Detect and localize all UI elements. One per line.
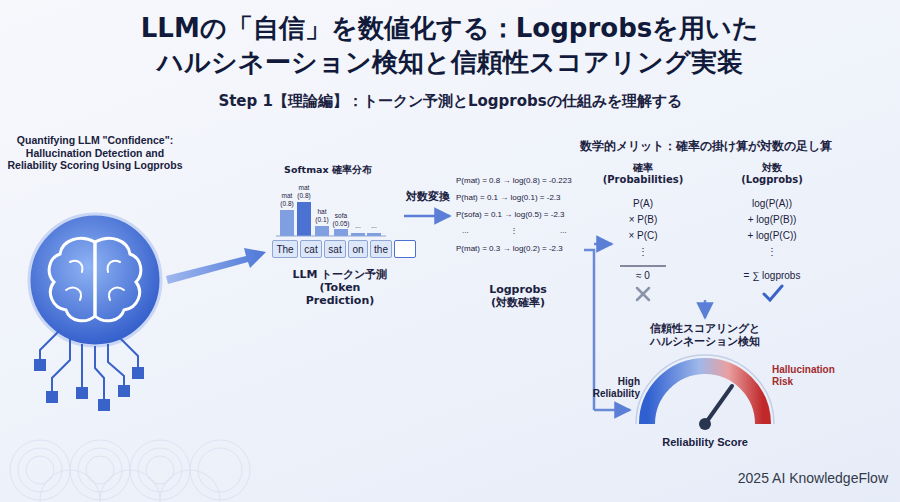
ellipsis: ... [462, 226, 482, 236]
gauge-label: Hallucination Risk [772, 364, 852, 388]
token-text: sat [328, 244, 341, 255]
stage-label: LLM トークン予測 (Token Prediction) [288, 268, 392, 308]
token-box: sat [324, 240, 346, 258]
check-mark [764, 286, 782, 300]
column-heading: 確率 (Probabilities) [593, 162, 693, 186]
probability-bars [280, 202, 381, 236]
formula: ⋮ [598, 246, 688, 258]
chart-title: Softmax 確率分布 [268, 164, 388, 175]
token-box: on [348, 240, 368, 258]
formula: × P(C) [598, 230, 688, 242]
equation: P(mat) = 0.8 → log(0.8) = -0.223 [456, 176, 586, 186]
stage-label: Logprobs (対数確率) [472, 283, 564, 309]
formula: ≈ 0 [598, 270, 688, 282]
gauge-title: Reliability Score [630, 436, 780, 449]
empty-token-box [394, 240, 416, 258]
token-box: the [370, 240, 392, 258]
subtitle: Step 1【理論編】：トークン予測とLogprobsの仕組みを理解する [70, 92, 830, 110]
gauge-label: High Reliability [580, 376, 640, 400]
bar-label: sofa (0.05) [328, 212, 354, 228]
token-text: cat [304, 244, 317, 255]
ellipsis: ... [560, 226, 580, 236]
token-box: cat [300, 240, 322, 258]
main-title: LLMの「自信」を数値化する：Logprobsを用いた ハルシネーション検知と信… [70, 12, 830, 80]
formula: log(P(A)) [722, 198, 822, 210]
equation: P(sofa) = 0.1 → log(0.5) = -2.3 [456, 210, 586, 220]
circuit-lines [35, 330, 143, 410]
token-text: on [352, 244, 363, 255]
brain-symbol [49, 238, 141, 320]
bar-label: mat (0.8) [293, 184, 315, 200]
axis-line [276, 236, 386, 237]
wave-decor [10, 440, 250, 502]
bar-label: ... [366, 222, 382, 230]
formula: ⋮ [722, 246, 822, 258]
bar-label: mat (0.8) [276, 192, 298, 208]
sum-line [620, 266, 666, 267]
cross-mark [637, 288, 649, 300]
gauge-needle [705, 386, 732, 424]
flow-arrow [166, 248, 266, 284]
stage-label: 信頼性スコアリングと ハルシネーション検知 [615, 322, 795, 348]
english-title: Quantifying LLM "Confidence": Hallucinat… [7, 134, 183, 172]
bar-label: hat (0.1) [311, 208, 333, 224]
flow-arrow [404, 215, 450, 218]
bar-label: ... [350, 222, 366, 230]
panel-title: 数学的メリット：確率の掛け算が対数の足し算 [556, 140, 856, 154]
equation: P(mat) = 0.3 → log(0.2) = -2.3 [456, 244, 586, 254]
token-text: The [276, 244, 293, 255]
formula: P(A) [598, 198, 688, 210]
token-text: the [374, 244, 388, 255]
column-heading: 対数 (Logprobs) [736, 162, 808, 186]
token-box: The [272, 240, 298, 258]
footer-credit: 2025 AI KnowledgeFlow [688, 470, 888, 487]
gauge-arc [647, 366, 763, 424]
gauge-rim [636, 355, 774, 424]
arrow-label: 対数変換 [398, 190, 458, 203]
brain-circle [29, 214, 161, 346]
formula: × P(B) [598, 214, 688, 226]
formula: + log(P(C)) [722, 230, 822, 242]
formula: + log(P(B)) [722, 214, 822, 226]
gauge-hub [699, 418, 711, 430]
formula: = ∑ logprobs [722, 270, 822, 282]
equation: P(hat) = 0.1 → log(0.1) = -2.3 [456, 193, 586, 203]
ellipsis: ⋮ [510, 226, 530, 236]
